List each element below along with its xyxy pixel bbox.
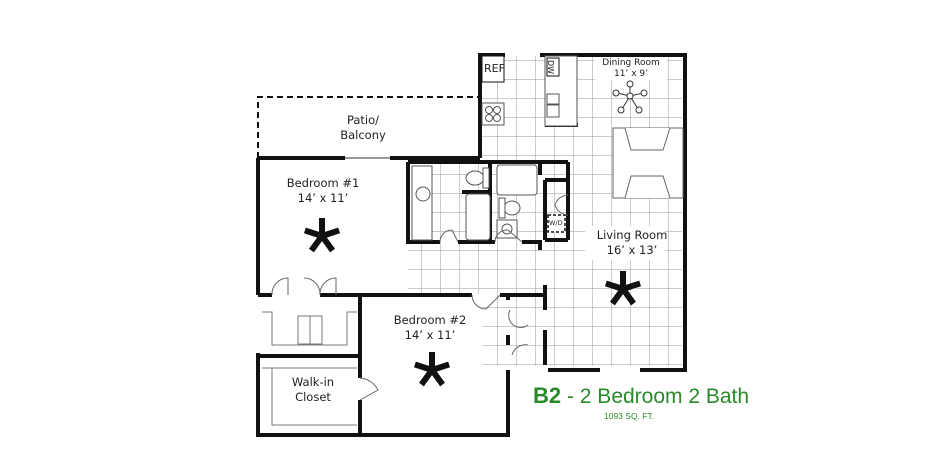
plan-title: B2 - 2 Bedroom 2 Bath <box>533 383 749 409</box>
bedroom2-size: 14’ x 11’ <box>404 328 456 342</box>
dining-room-size: 11’ x 9’ <box>614 69 648 79</box>
ceiling-fan-icon <box>413 352 451 387</box>
patio-name-2: Balcony <box>340 128 386 142</box>
plan-area: 1093 SQ. FT. <box>604 411 655 421</box>
ceiling-fan-icon <box>303 218 341 253</box>
plan-description: 2 Bedroom 2 Bath <box>579 385 750 408</box>
closet-shelves <box>262 311 357 426</box>
plan-code: B2 <box>533 383 562 408</box>
refrigerator-label: REF <box>484 62 505 75</box>
dining-room-name: Dining Room <box>602 58 660 68</box>
patio-label: Patio/ Balcony <box>318 113 408 143</box>
bedroom1-size: 14’ x 11’ <box>297 191 349 205</box>
washer-dryer-label: W/D <box>549 219 563 227</box>
dining-table <box>612 80 648 114</box>
patio-name: Patio/ <box>346 113 380 127</box>
bedroom1-label: Bedroom #1 14’ x 11’ <box>275 176 371 206</box>
bedroom2-label: Bedroom #2 14’ x 11’ <box>382 313 478 343</box>
living-room-size: 16’ x 13’ <box>606 243 658 257</box>
plan-separator: - <box>561 385 580 408</box>
sofa <box>612 127 684 199</box>
closet-label: Walk-in Closet <box>280 375 346 405</box>
closet-name: Walk-in <box>291 375 335 389</box>
bath-fixtures <box>411 164 566 241</box>
closet-name-2: Closet <box>295 390 331 404</box>
bedroom1-name: Bedroom #1 <box>286 176 360 190</box>
dining-room-label: Dining Room 11’ x 9’ <box>594 58 668 80</box>
bedroom2-name: Bedroom #2 <box>393 313 467 327</box>
dishwasher-label: DW <box>546 60 555 75</box>
kitchen <box>481 55 578 127</box>
patio-outline <box>257 96 480 158</box>
living-room-label: Living Room 16’ x 13’ <box>588 228 676 258</box>
doors <box>271 157 569 401</box>
living-room-name: Living Room <box>596 228 668 242</box>
